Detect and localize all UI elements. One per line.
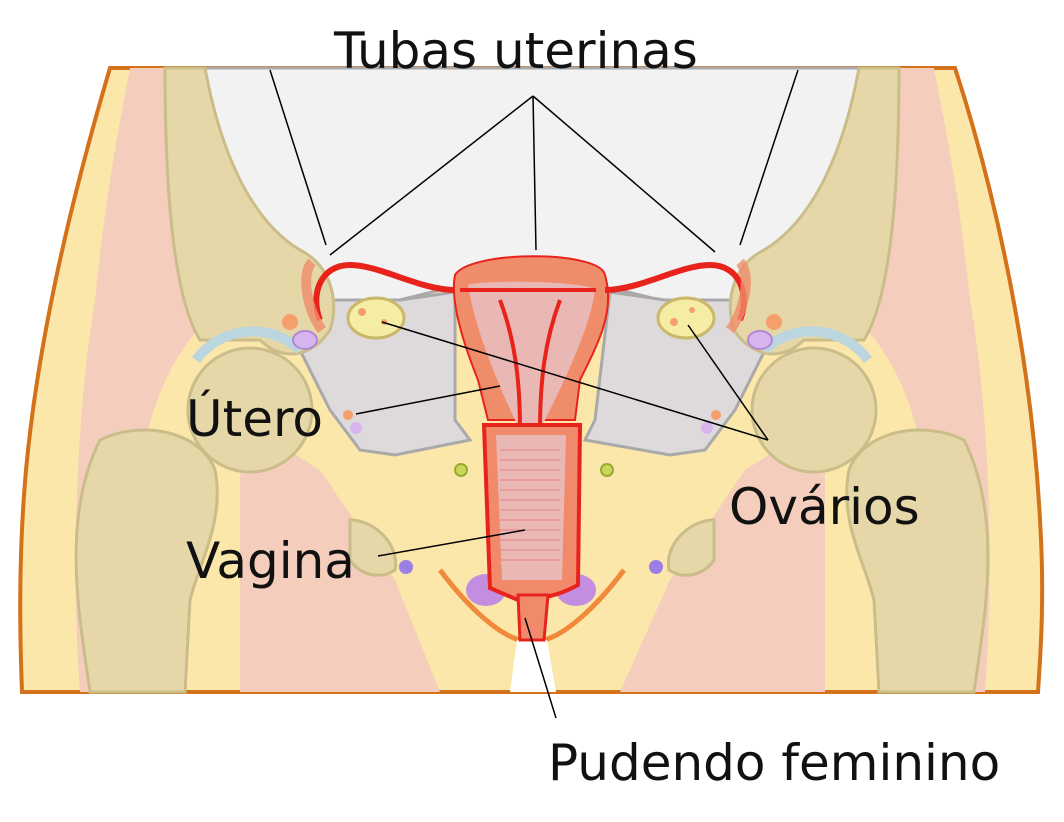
label-utero: Útero <box>186 390 324 448</box>
label-tubas-uterinas: Tubas uterinas <box>334 22 698 80</box>
label-pudendo-feminino: Pudendo feminino <box>548 734 1001 792</box>
fallopian-tubes <box>301 258 751 334</box>
ovaries <box>346 296 716 340</box>
label-vagina: Vagina <box>186 532 355 590</box>
pelvic-cavity <box>288 290 777 457</box>
label-ovarios: Ovários <box>729 478 920 536</box>
pelvic-bones <box>74 66 990 694</box>
leader-lines <box>269 69 799 719</box>
vagina <box>481 423 583 642</box>
pelvic-floor <box>375 470 689 600</box>
